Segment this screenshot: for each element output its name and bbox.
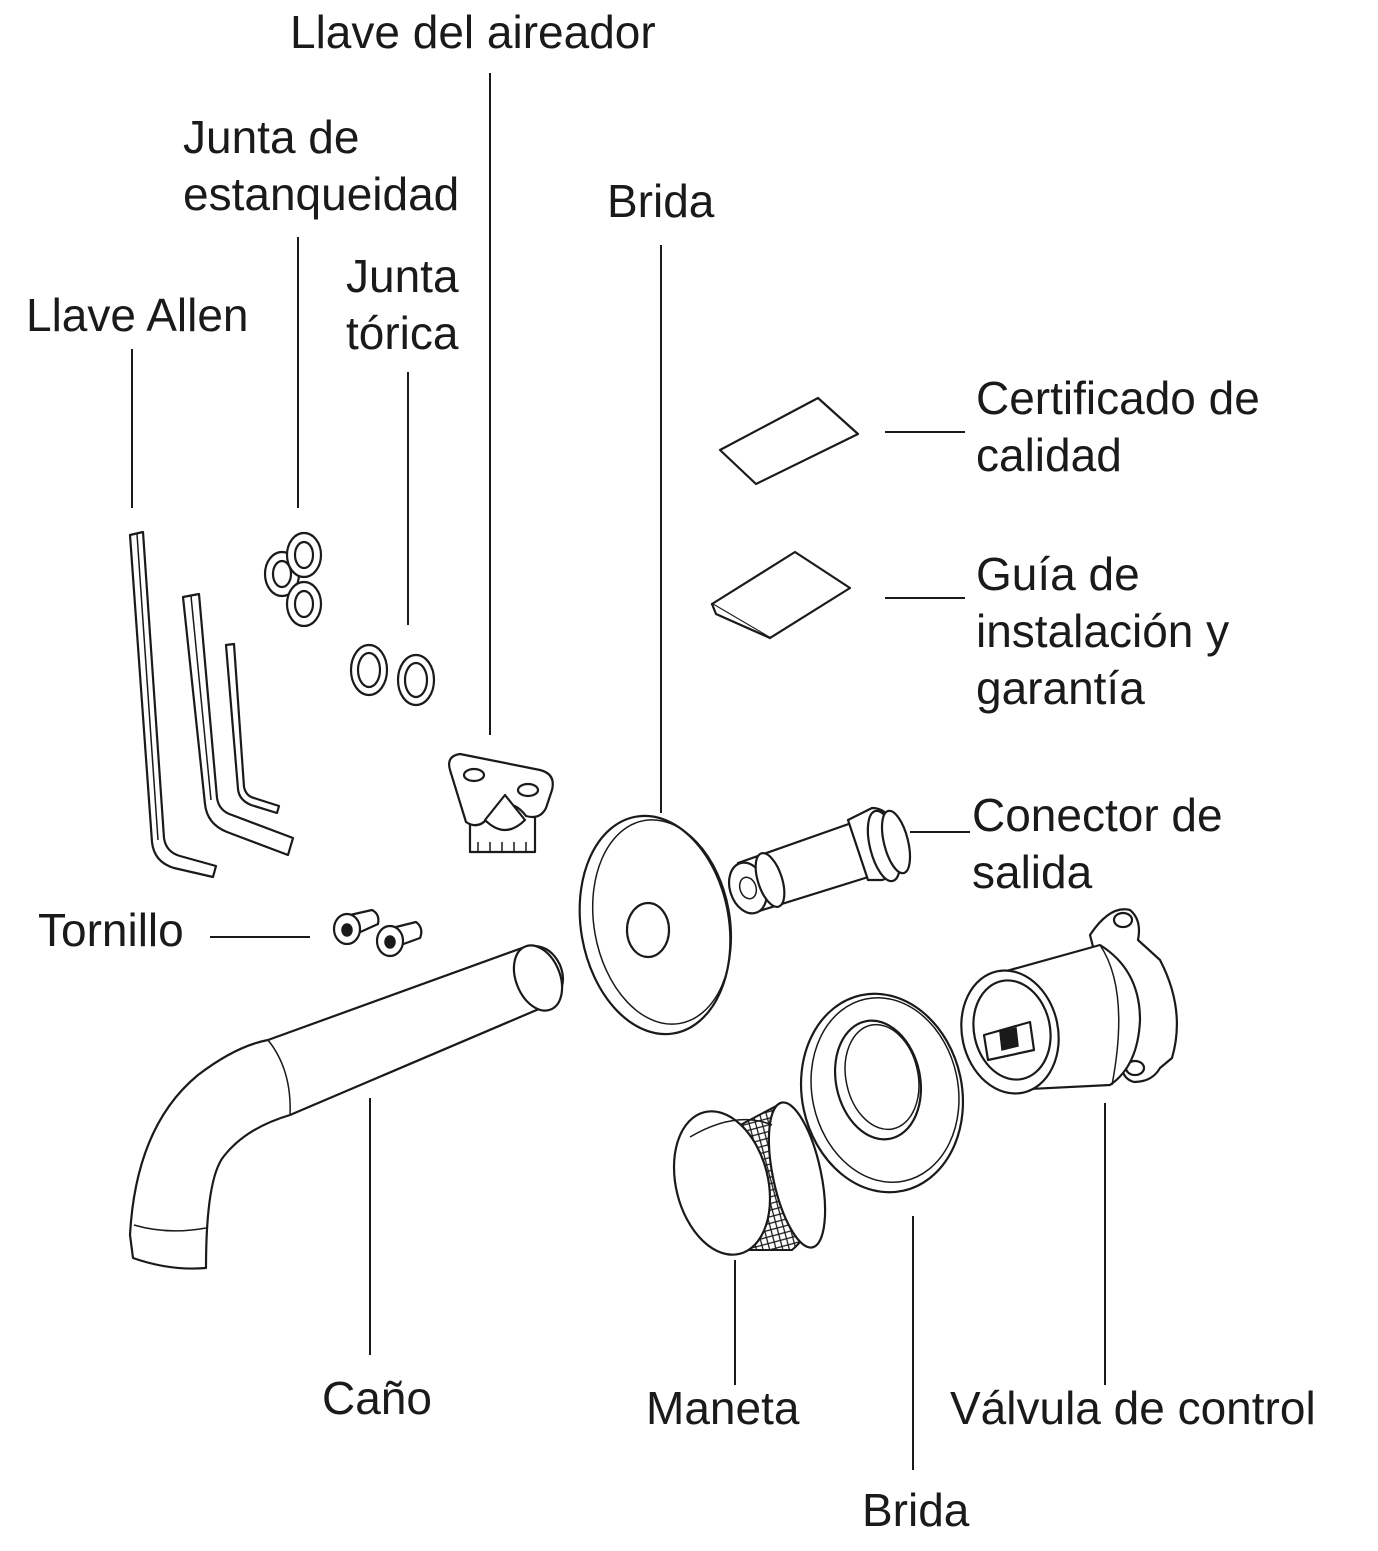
label-guia-line3: garantía xyxy=(976,662,1145,714)
flange-bottom xyxy=(799,992,965,1194)
label-conector-line2: salida xyxy=(972,846,1093,898)
label-guia-line2: instalación y xyxy=(976,605,1230,657)
handle xyxy=(672,1101,827,1256)
label-junta-torica-line1: Junta xyxy=(346,250,459,302)
label-certificado-line2: calidad xyxy=(976,429,1122,481)
label-conector: Conector de salida xyxy=(972,787,1223,901)
installation-guide xyxy=(710,550,852,640)
control-valve xyxy=(960,908,1178,1095)
spout xyxy=(128,944,564,1270)
quality-certificate xyxy=(718,396,860,486)
outlet-connector xyxy=(727,806,912,915)
label-junta-torica-line2: tórica xyxy=(346,307,459,359)
o-rings xyxy=(349,643,436,707)
label-llave-allen: Llave Allen xyxy=(26,289,249,341)
label-certificado-line1: Certificado de xyxy=(976,372,1260,424)
allen-keys xyxy=(128,530,295,879)
label-tornillo: Tornillo xyxy=(38,904,184,956)
label-guia-line1: Guía de xyxy=(976,548,1140,600)
allen-key-small xyxy=(224,642,281,815)
label-certificado: Certificado de calidad xyxy=(976,370,1260,484)
label-cano: Caño xyxy=(322,1372,432,1424)
label-maneta: Maneta xyxy=(646,1382,800,1434)
label-junta-torica: Junta tórica xyxy=(346,248,459,362)
screws xyxy=(332,908,423,958)
label-junta-estanqueidad: Junta de estanqueidad xyxy=(183,109,459,223)
label-guia: Guía de instalación y garantía xyxy=(976,546,1229,717)
label-valvula: Válvula de control xyxy=(950,1382,1316,1434)
label-brida-bottom: Brida xyxy=(862,1484,970,1536)
label-brida-top: Brida xyxy=(607,175,715,227)
label-conector-line1: Conector de xyxy=(972,789,1223,841)
allen-key-large xyxy=(128,530,218,879)
leader-lines xyxy=(131,73,1106,1470)
label-junta-estanqueidad-line1: Junta de xyxy=(183,111,360,163)
label-llave-aireador: Llave del aireador xyxy=(290,6,656,58)
label-junta-estanqueidad-line2: estanqueidad xyxy=(183,168,460,220)
aerator-key xyxy=(448,752,554,854)
sealing-gaskets xyxy=(263,531,323,628)
flange-top xyxy=(578,814,733,1036)
